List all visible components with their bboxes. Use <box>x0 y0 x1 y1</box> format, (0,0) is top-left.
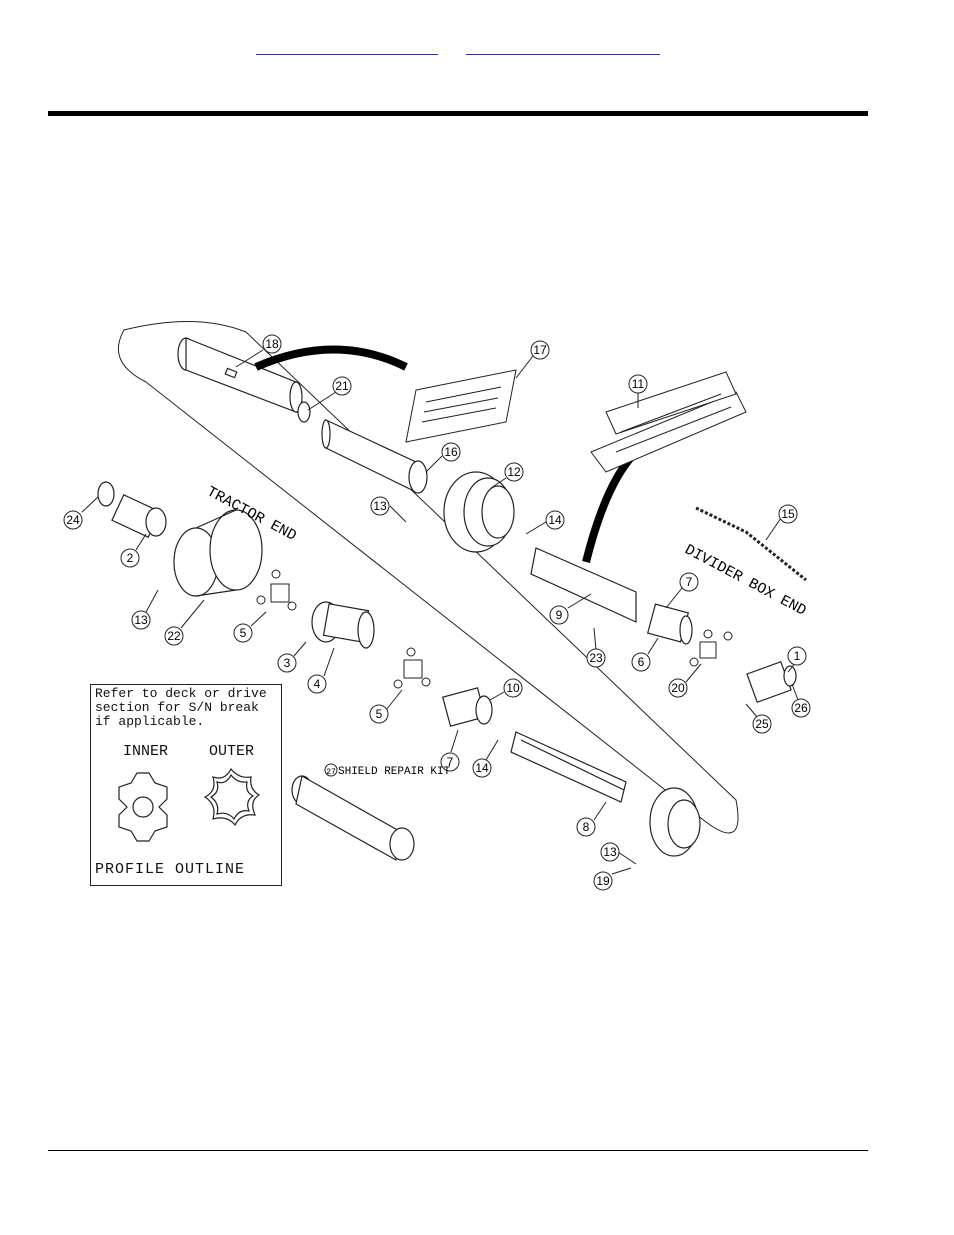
callout-19: 19 <box>593 867 632 891</box>
decal-11 <box>590 371 747 473</box>
cross-5b <box>393 647 431 689</box>
svg-text:15: 15 <box>781 507 795 521</box>
callout-21: 21 <box>307 376 352 411</box>
driveline-exploded-view: 18 17 21 11 16 12 13 14 15 24 2 7 9 13 2… <box>63 321 811 891</box>
callout-14a: 14 <box>525 510 565 535</box>
callout-8: 8 <box>576 801 607 837</box>
cross-20 <box>689 629 733 667</box>
footer-rule <box>48 1150 868 1151</box>
outer-label: OUTER <box>209 743 255 760</box>
callout-14b: 14 <box>472 739 499 778</box>
profile-note-box: Refer to deck or drive section for S/N b… <box>90 684 282 886</box>
svg-text:11: 11 <box>632 377 645 391</box>
callout-13b: 13 <box>131 589 159 630</box>
inner-tube <box>297 401 428 494</box>
yoke-1 <box>746 660 797 704</box>
cross-5a <box>256 569 297 611</box>
callout-10: 10 <box>489 678 523 701</box>
svg-text:6: 6 <box>638 655 645 669</box>
callout-13c: 13 <box>600 842 637 865</box>
svg-text:14: 14 <box>475 761 489 775</box>
callout-2: 2 <box>120 533 147 568</box>
callout-17: 17 <box>515 340 550 379</box>
svg-text:5: 5 <box>240 626 247 640</box>
svg-text:13: 13 <box>373 499 387 513</box>
callout-3: 3 <box>277 641 307 673</box>
callout-9: 9 <box>549 593 592 625</box>
svg-text:16: 16 <box>444 445 458 459</box>
yoke-10 <box>441 687 493 727</box>
inner-label: INNER <box>123 743 169 760</box>
shield-end <box>649 787 701 857</box>
parts-diagram: 18 17 21 11 16 12 13 14 15 24 2 7 9 13 2… <box>46 312 836 902</box>
outer-tube <box>177 337 303 413</box>
callout-13a: 13 <box>370 496 407 523</box>
callout-5b: 5 <box>369 689 403 724</box>
svg-text:10: 10 <box>506 681 520 695</box>
callout-18: 18 <box>235 334 282 368</box>
svg-text:13: 13 <box>134 613 148 627</box>
svg-text:4: 4 <box>314 677 321 691</box>
svg-text:22: 22 <box>167 629 181 643</box>
svg-text:2: 2 <box>127 551 134 565</box>
callout-7b: 7 <box>440 729 460 772</box>
svg-text:9: 9 <box>556 608 563 622</box>
svg-text:19: 19 <box>596 874 610 888</box>
header-rule <box>48 111 868 116</box>
callout-12: 12 <box>490 462 524 489</box>
shield-repair-kit-label: SHIELD REPAIR KIT <box>338 766 451 778</box>
yoke-6 <box>646 603 693 645</box>
svg-text:1: 1 <box>794 649 801 663</box>
svg-text:26: 26 <box>794 701 808 715</box>
shield-repair-kit-number: 27 <box>326 768 336 777</box>
nav-link-1[interactable] <box>256 38 438 55</box>
svg-text:18: 18 <box>265 337 279 351</box>
callout-4: 4 <box>307 647 335 694</box>
svg-text:13: 13 <box>603 845 617 859</box>
yoke-tractor <box>97 481 167 538</box>
svg-text:24: 24 <box>66 513 80 527</box>
divider-box-end-label: DIVIDER BOX END <box>682 541 809 619</box>
inner-profile-8 <box>510 731 627 803</box>
callout-1: 1 <box>787 646 807 673</box>
callout-24: 24 <box>63 496 99 530</box>
callout-26: 26 <box>791 683 811 718</box>
shield-repair-kit <box>291 775 415 861</box>
callout-22: 22 <box>164 599 205 646</box>
callout-5a: 5 <box>233 611 267 643</box>
profile-outline-label: PROFILE OUTLINE <box>95 861 246 878</box>
svg-text:8: 8 <box>583 820 590 834</box>
svg-text:12: 12 <box>507 465 521 479</box>
svg-text:23: 23 <box>589 651 603 665</box>
callout-6: 6 <box>631 637 659 672</box>
callout-16: 16 <box>425 442 461 473</box>
callout-25: 25 <box>745 703 772 734</box>
nav-link-2[interactable] <box>466 38 660 55</box>
decal-17 <box>405 369 517 443</box>
note-text: Refer to deck or drive section for S/N b… <box>95 686 267 729</box>
svg-text:7: 7 <box>686 575 693 589</box>
svg-text:14: 14 <box>548 513 562 527</box>
profile-shapes <box>118 767 261 842</box>
outer-profile-9 <box>530 547 637 623</box>
callout-11: 11 <box>628 374 648 408</box>
boot-22 <box>173 509 263 597</box>
callout-20: 20 <box>668 663 702 698</box>
callout-7a: 7 <box>665 572 699 609</box>
svg-text:17: 17 <box>533 343 547 357</box>
yoke-4 <box>311 601 375 649</box>
svg-text:5: 5 <box>376 707 383 721</box>
svg-text:3: 3 <box>284 656 291 670</box>
svg-text:20: 20 <box>671 681 685 695</box>
callout-23: 23 <box>586 627 606 668</box>
shield-cone <box>443 471 515 553</box>
svg-text:7: 7 <box>447 755 454 769</box>
svg-text:25: 25 <box>755 717 769 731</box>
svg-text:21: 21 <box>335 379 349 393</box>
callout-15: 15 <box>765 504 798 541</box>
